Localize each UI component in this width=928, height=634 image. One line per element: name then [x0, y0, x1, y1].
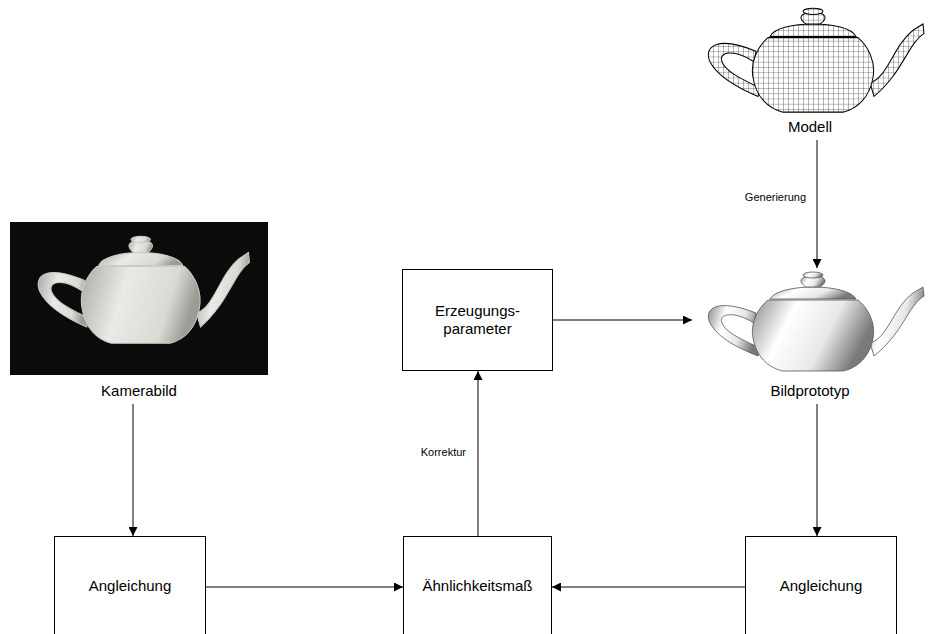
- wireframe-teapot: [708, 8, 924, 112]
- flow-arrow: [817, 140, 818, 268]
- box-label: Angleichung: [780, 577, 863, 595]
- shaded-teapot: [708, 272, 924, 371]
- teapot-mesh: [708, 8, 924, 112]
- box-label: Ähnlichkeitsmaß: [422, 577, 532, 595]
- camera-image: Kamerabild: [10, 222, 268, 404]
- photo-teapot: [38, 236, 249, 343]
- image-caption: Modell: [785, 118, 835, 136]
- flow-arrow: [133, 404, 134, 536]
- parameter-box: Erzeugungs- parameter: [402, 269, 553, 371]
- edge-label: Korrektur: [419, 446, 468, 459]
- flow-arrow: [552, 587, 745, 588]
- flow-arrow: [817, 404, 818, 536]
- similarity-box: Ähnlichkeitsmaß: [403, 536, 552, 634]
- prototype-image: Bildprototyp: [692, 268, 928, 404]
- flow-arrow: [478, 371, 479, 536]
- rendered-teapot: [708, 272, 924, 371]
- edge-label: Generierung: [743, 191, 808, 204]
- image-caption: Bildprototyp: [767, 382, 852, 400]
- box-label: Erzeugungs- parameter: [413, 302, 542, 338]
- process-box: Angleichung: [745, 536, 897, 634]
- process-box: Angleichung: [54, 536, 206, 634]
- image-caption: Kamerabild: [98, 382, 180, 400]
- camera-photo: [10, 222, 268, 375]
- box-label: Angleichung: [89, 577, 172, 595]
- flow-arrow: [553, 320, 692, 321]
- photo-background: [10, 222, 268, 375]
- model-figure: Modell: [692, 0, 928, 140]
- flow-arrow: [206, 587, 403, 588]
